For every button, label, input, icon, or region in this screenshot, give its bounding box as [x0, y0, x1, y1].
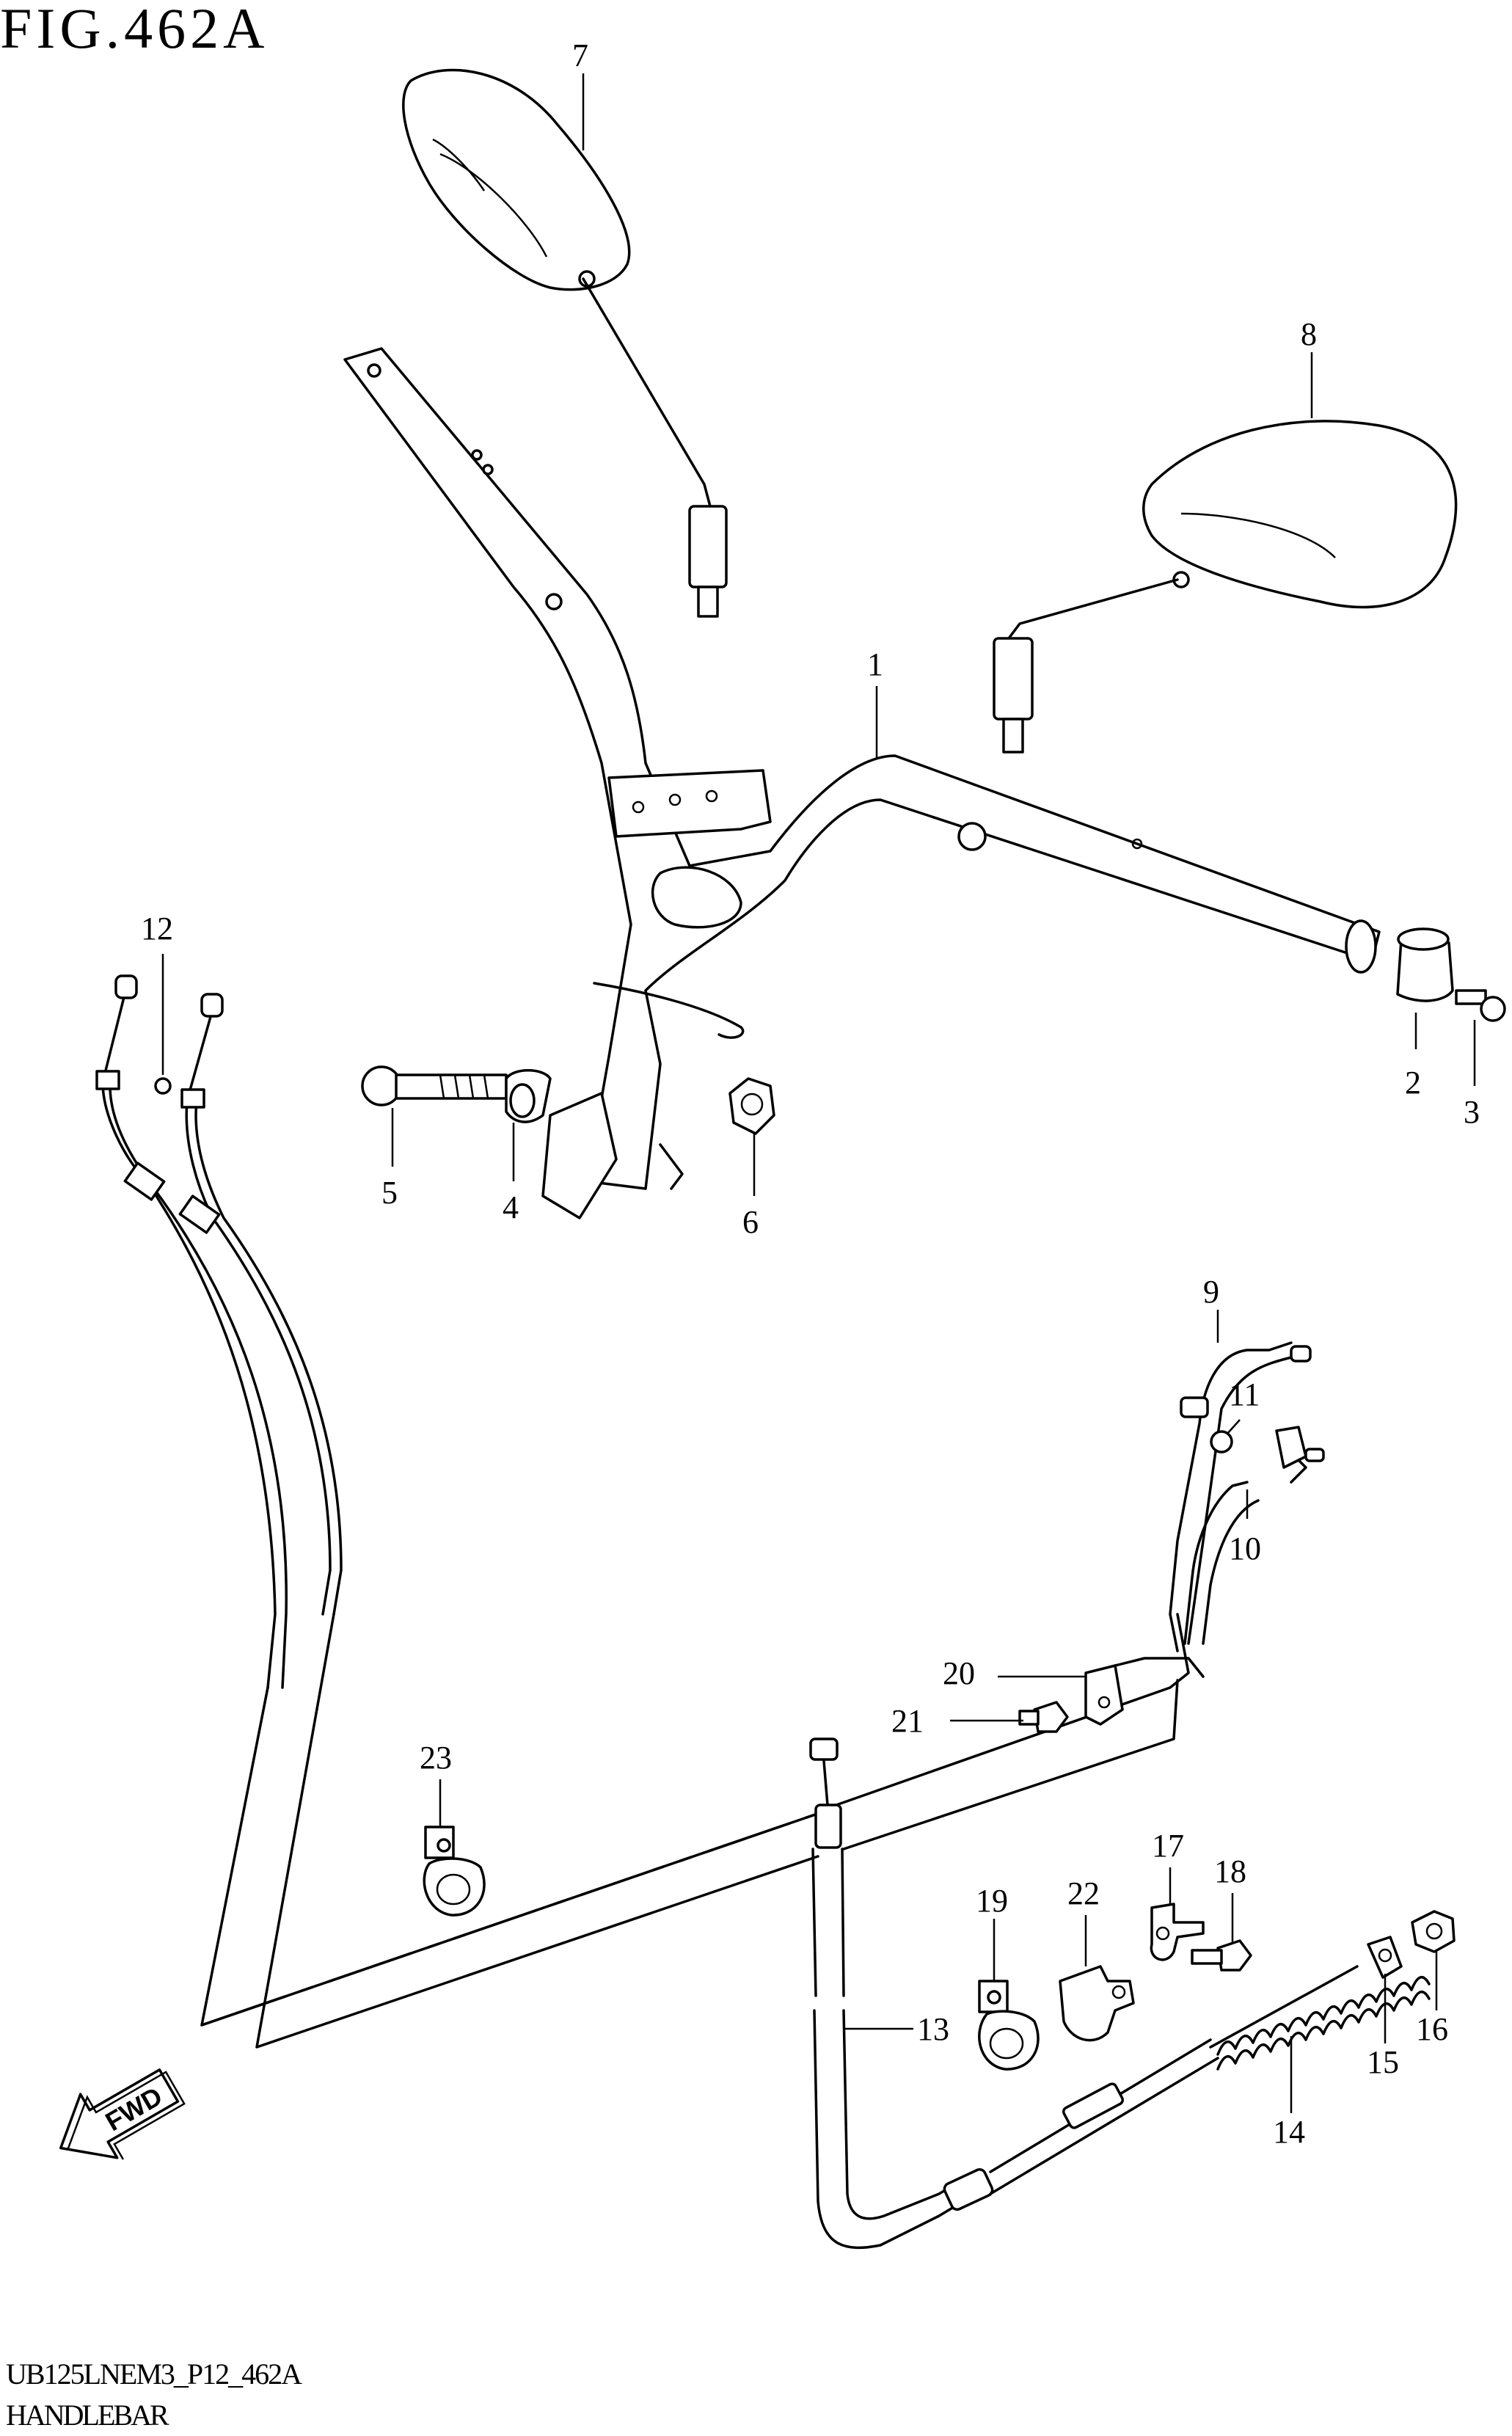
mirror-right	[993, 420, 1458, 754]
callout-12: 12	[141, 911, 173, 947]
figure-code: UB125LNEM3_P12_462A	[6, 2357, 302, 2391]
grip-end	[1396, 927, 1454, 1002]
callout-18: 18	[1214, 1853, 1246, 1889]
callout-11: 11	[1229, 1376, 1260, 1412]
routing-line-lever	[835, 1613, 1190, 1806]
routing-line-left	[200, 1686, 823, 2027]
figure-name: HANDLEBAR	[6, 2399, 169, 2432]
callout-labels: 1 2 3 4 5 6 7 8 9 10 11 12 13 14 15 16 1…	[141, 37, 1480, 2150]
callout-13: 13	[917, 2011, 949, 2047]
brake-spring	[1216, 1976, 1431, 2071]
cable-clamp-17	[1150, 1903, 1205, 1961]
handlebar-nut	[728, 1077, 775, 1135]
leader-lines	[161, 73, 1476, 2113]
grip-end-screw	[1455, 989, 1506, 1022]
callout-6: 6	[742, 1204, 759, 1240]
brake-cable-upper	[1169, 1341, 1312, 1652]
figure-title: FIG.462A	[0, 0, 269, 60]
callout-22: 22	[1067, 1875, 1100, 1911]
brake-cable-lower	[1183, 1426, 1325, 1645]
callout-23: 23	[420, 1740, 452, 1776]
cable-clamp-22	[1059, 1965, 1135, 2042]
adjusting-nut	[1411, 1910, 1456, 1953]
brake-switch-screw	[1210, 1430, 1233, 1454]
callout-5: 5	[381, 1175, 398, 1211]
callout-1: 1	[867, 646, 883, 682]
throttle-cable	[95, 974, 343, 1689]
callout-10: 10	[1229, 1531, 1261, 1567]
bracket-bolt	[1018, 1701, 1069, 1733]
routing-line-right	[255, 1613, 819, 2049]
callout-14: 14	[1273, 2114, 1305, 2150]
rear-brake-cable	[809, 1737, 1359, 2250]
callout-20: 20	[943, 1655, 975, 1691]
routing-line-dashed	[201, 1811, 822, 2027]
callout-4: 4	[503, 1189, 519, 1225]
cable-clamp-23	[423, 1826, 486, 1917]
callout-7: 7	[572, 37, 588, 73]
handlebar	[343, 347, 1381, 1219]
callout-9: 9	[1203, 1274, 1219, 1310]
cable-bracket	[1084, 1657, 1205, 1726]
callout-8: 8	[1301, 316, 1317, 352]
cable-joint	[1367, 1936, 1403, 1979]
callout-19: 19	[976, 1883, 1008, 1919]
clamp-bolt	[1191, 1939, 1252, 1972]
handlebar-bolt	[361, 1065, 508, 1106]
fwd-arrow: FWD	[59, 2068, 186, 2160]
mirror-left	[402, 68, 728, 618]
callout-21: 21	[891, 1703, 924, 1739]
callout-15: 15	[1367, 2044, 1399, 2080]
routing-line-lever-2	[842, 1679, 1179, 1850]
callout-17: 17	[1152, 1828, 1184, 1864]
callout-2: 2	[1405, 1065, 1421, 1101]
cable-clamp-19	[978, 1980, 1040, 2071]
handlebar-spacer	[505, 1069, 552, 1123]
callout-16: 16	[1416, 2011, 1448, 2047]
callout-3: 3	[1464, 1094, 1480, 1130]
